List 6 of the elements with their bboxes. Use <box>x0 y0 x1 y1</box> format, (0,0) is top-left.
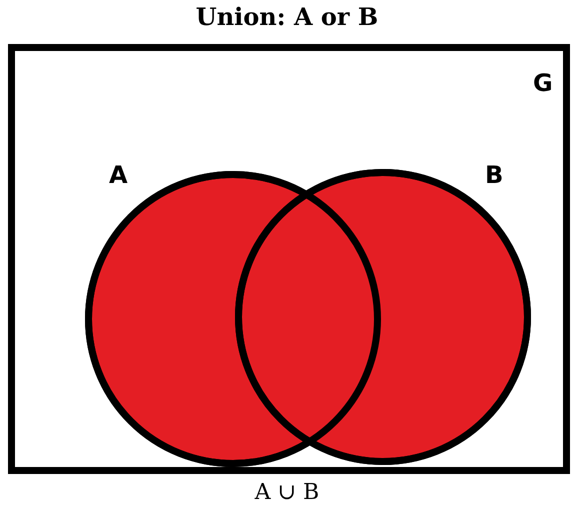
caption: A ∪ B <box>254 480 320 505</box>
set-label: G <box>533 69 553 97</box>
set-label: B <box>485 161 504 189</box>
title: Union: A or B <box>194 2 380 31</box>
universe-rectangle <box>8 44 570 474</box>
set-label: A <box>109 161 128 189</box>
